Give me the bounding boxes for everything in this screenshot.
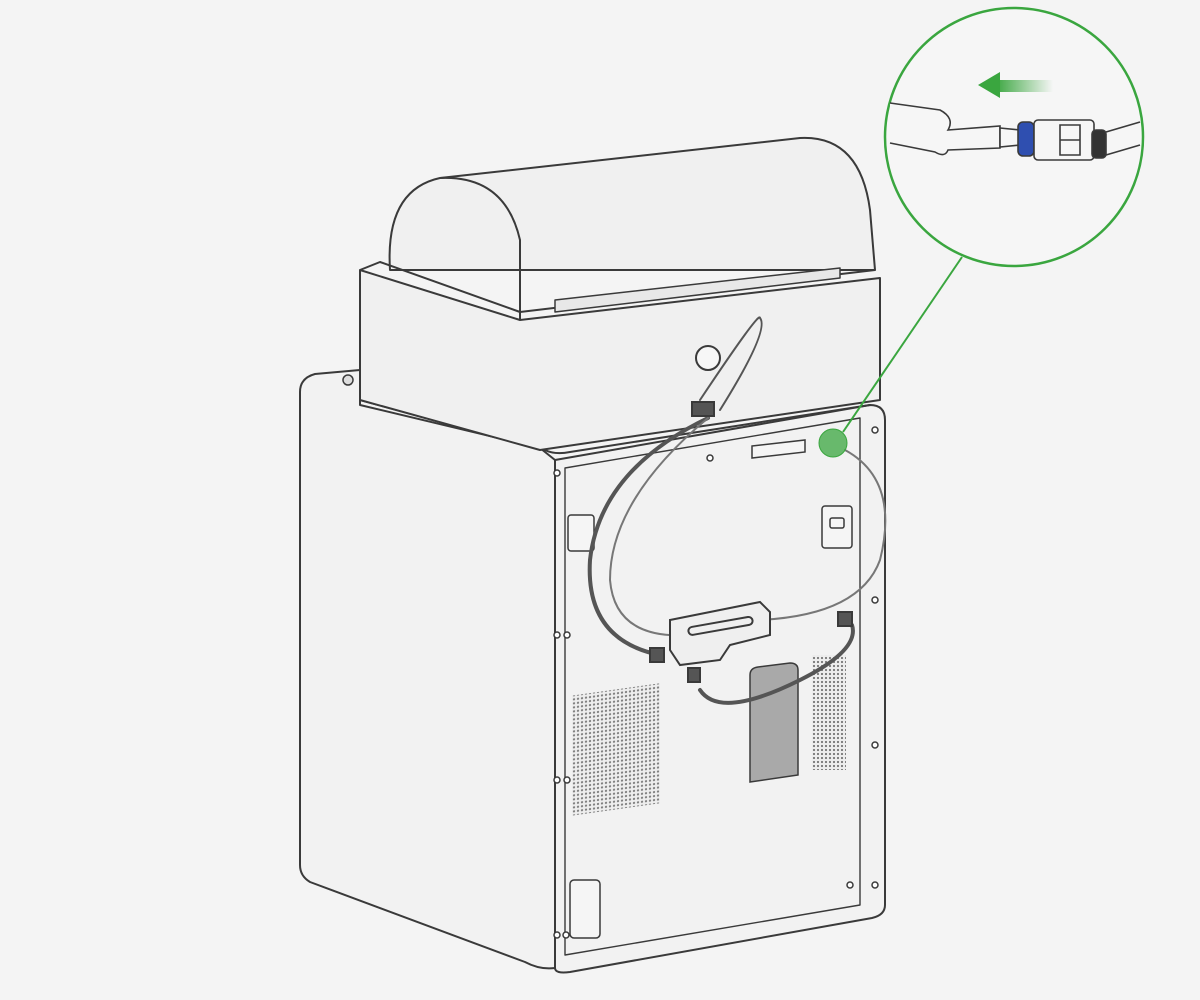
blue-seal [1017,121,1035,157]
vent-left [572,683,660,816]
side-slot-left [567,514,595,552]
direction-arrow-icon [978,72,1053,98]
cabinet-side-face [299,369,556,970]
dryer-port [695,345,721,371]
dryer-base-box [359,269,881,451]
dryer-dome [388,136,876,271]
cabinet [299,369,886,974]
callout-magnifier [883,6,1145,268]
tube-connector [889,102,1141,161]
back-panel [553,426,879,939]
vent-right [812,655,846,770]
connector-highlight [818,428,848,458]
label-plate [569,879,601,939]
junction-box [649,401,853,683]
callout-leader-line [842,256,963,433]
cabinet-back-face [554,404,886,974]
access-plate [749,662,799,783]
cable-loop [587,316,887,705]
dryer-unit [342,136,881,451]
